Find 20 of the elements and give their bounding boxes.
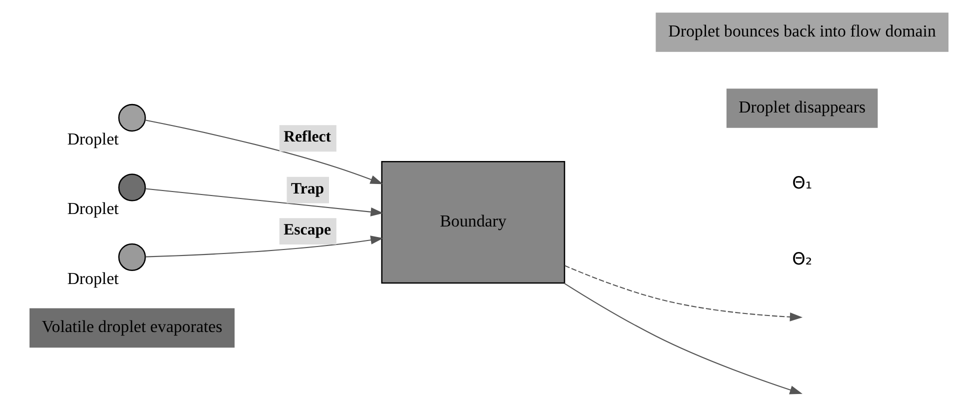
edge-label: Escape xyxy=(283,220,331,238)
node-circle xyxy=(118,103,146,132)
arrow xyxy=(145,235,383,257)
node-label: Droplet xyxy=(66,268,118,288)
node-box: Droplet bounces back into flow domain xyxy=(655,12,948,52)
arrow xyxy=(564,264,802,321)
node-circle xyxy=(118,173,146,201)
node-box: Droplet disappears xyxy=(726,88,878,128)
node-label: Droplet xyxy=(66,198,118,218)
arrow xyxy=(144,119,383,184)
edge-label: Reflect xyxy=(283,128,331,146)
label: Θ₂ xyxy=(792,248,812,268)
arrow xyxy=(145,188,383,216)
node-label: Droplet xyxy=(66,128,118,148)
node-circle xyxy=(118,242,146,270)
edge-label: Trap xyxy=(290,180,324,197)
label: Θ₁ xyxy=(792,172,812,192)
arrow xyxy=(563,282,802,394)
node-box: Boundary xyxy=(380,160,565,284)
node-box: Volatile droplet evaporates xyxy=(29,308,234,348)
